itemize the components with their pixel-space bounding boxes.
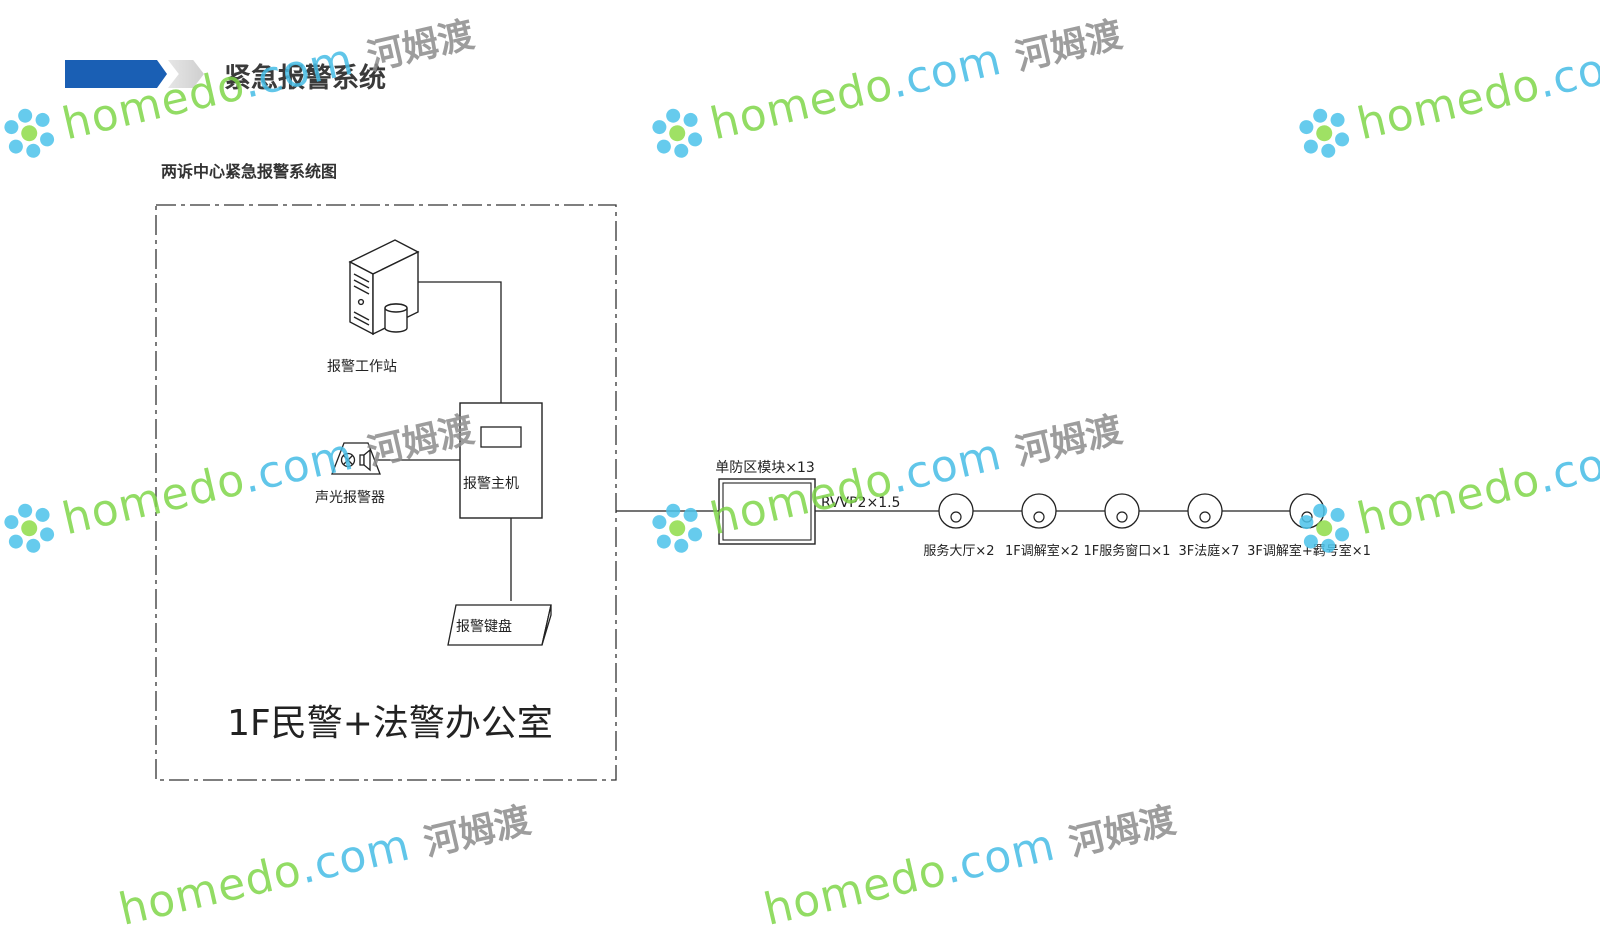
cable-label: RVVP2×1.5 <box>821 495 900 511</box>
header-chevron <box>157 60 167 88</box>
emergency-button <box>1187 493 1223 529</box>
keyboard-label: 报警键盘 <box>456 618 512 635</box>
page-title: 紧急报警系统 <box>224 63 386 94</box>
alarm-host-box <box>459 402 543 519</box>
diagram-title: 两诉中心紧急报警系统图 <box>161 162 338 181</box>
workstation-label: 报警工作站 <box>327 359 397 375</box>
zone-module-inner <box>722 482 812 541</box>
wire-workstation-host <box>418 281 502 403</box>
zone-module-outer <box>718 478 816 545</box>
button-label: 3F调解室+羁号室×1 <box>1247 543 1371 559</box>
room-boundary <box>155 204 617 781</box>
workstation-icon <box>348 239 420 336</box>
emergency-button <box>938 493 974 529</box>
keyboard-icon <box>447 604 552 646</box>
button-label: 1F调解室×2 <box>1005 543 1079 559</box>
button-label: 1F服务窗口×1 <box>1084 543 1171 559</box>
emergency-button <box>1289 493 1325 529</box>
siren-label: 声光报警器 <box>315 490 385 506</box>
header-accent-bar <box>65 60 157 88</box>
zone-module-label: 单防区模块×13 <box>715 460 815 476</box>
button-label: 3F法庭×7 <box>1179 543 1240 559</box>
siren-icon <box>331 442 381 475</box>
emergency-button <box>1021 493 1057 529</box>
alarm-host-label: 报警主机 <box>463 476 519 492</box>
system-diagram: 报警工作站 报警主机 声光报警器 报警键盘 1F民警+法警办公室 单防区模块×1… <box>155 204 1371 781</box>
alarm-host-display <box>480 426 522 448</box>
emergency-button <box>1104 493 1140 529</box>
room-label: 1F民警+法警办公室 <box>227 703 553 744</box>
button-label: 服务大厅×2 <box>923 543 994 559</box>
